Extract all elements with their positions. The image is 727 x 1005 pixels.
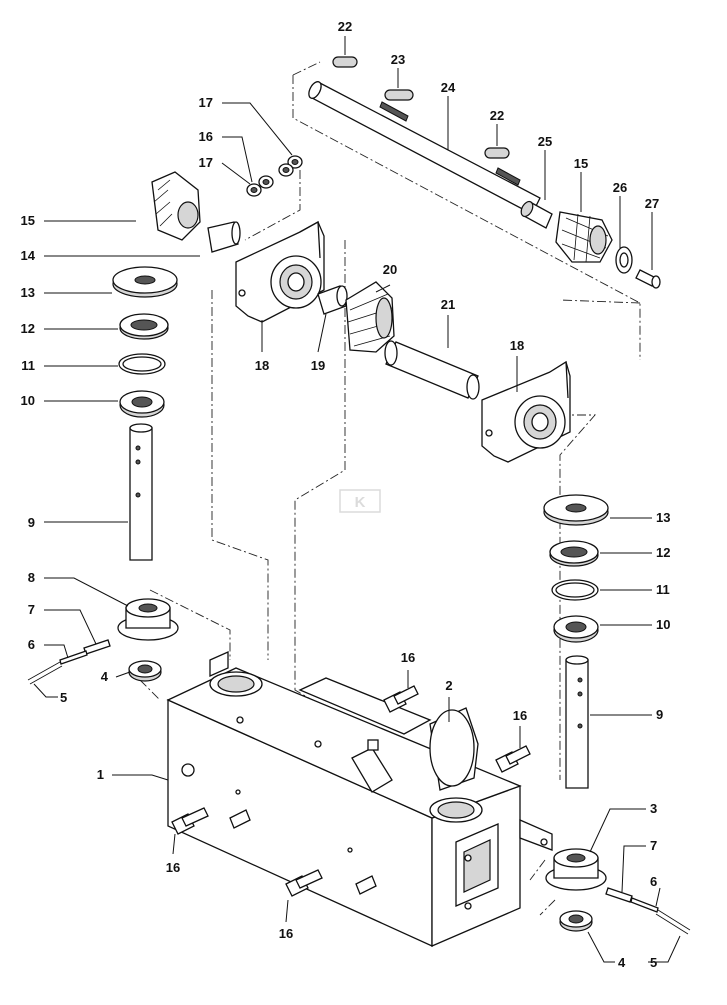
bearing-10-right xyxy=(553,615,599,643)
callout-18: 18 xyxy=(255,358,269,373)
roll-pin-7-right xyxy=(605,887,633,903)
key-22-right xyxy=(484,147,510,159)
callout-17: 17 xyxy=(199,155,213,170)
spring-pin-6-right xyxy=(630,897,691,935)
callout-16: 16 xyxy=(513,708,527,723)
roll-pin-7-left xyxy=(83,639,111,655)
callout-26: 26 xyxy=(613,180,627,195)
tube-2 xyxy=(429,707,479,791)
callout-20: 20 xyxy=(383,262,397,277)
callout-18: 18 xyxy=(510,338,524,353)
callout-6: 6 xyxy=(650,874,657,889)
callout-6: 6 xyxy=(28,637,35,652)
washer-26 xyxy=(615,246,633,274)
bearing-bracket-18-lower xyxy=(481,360,571,463)
washer-13-left xyxy=(112,266,178,298)
svg-text:K: K xyxy=(355,494,366,511)
callout-4: 4 xyxy=(101,669,109,684)
bearing-12-right xyxy=(549,540,599,567)
callout-7: 7 xyxy=(650,838,657,853)
callout-5: 5 xyxy=(650,955,657,970)
watermark-logo: K xyxy=(339,489,381,513)
callout-12: 12 xyxy=(21,321,35,336)
callout-16: 16 xyxy=(401,650,415,665)
callout-15: 15 xyxy=(574,156,588,171)
callout-9: 9 xyxy=(656,707,663,722)
callout-15: 15 xyxy=(21,213,35,228)
bevel-gear-20 xyxy=(345,281,395,353)
key-22-top xyxy=(332,56,358,68)
callout-16: 16 xyxy=(199,129,213,144)
bolt-16-center-bottom xyxy=(285,869,377,897)
callout-3: 3 xyxy=(650,801,657,816)
bearing-4-right xyxy=(559,910,593,932)
shaft-21 xyxy=(384,340,480,400)
callout-13: 13 xyxy=(656,510,670,525)
bearing-4-left xyxy=(128,660,162,682)
callout-25: 25 xyxy=(538,134,552,149)
bolt-16-right xyxy=(495,745,531,773)
bearing-10-left xyxy=(119,390,165,418)
bushing-14 xyxy=(207,221,241,253)
callout-22: 22 xyxy=(490,108,504,123)
callout-9: 9 xyxy=(28,515,35,530)
pin-shaft-9-right xyxy=(565,655,589,789)
bearing-bracket-18-upper xyxy=(235,220,325,323)
callout-11: 11 xyxy=(21,358,35,373)
callout-1: 1 xyxy=(97,767,104,782)
bearing-12-left xyxy=(119,313,169,340)
callout-17: 17 xyxy=(199,95,213,110)
callout-labels: 22 23 24 22 25 15 26 27 17 16 17 15 14 1… xyxy=(21,19,671,970)
callout-16: 16 xyxy=(279,926,293,941)
bevel-gear-15-left xyxy=(151,171,201,241)
drive-shaft-24 xyxy=(308,81,541,215)
callout-7: 7 xyxy=(28,602,35,617)
callout-12: 12 xyxy=(656,545,670,560)
callout-27: 27 xyxy=(645,196,659,211)
washer-13-right xyxy=(543,494,609,526)
callout-2: 2 xyxy=(445,678,452,693)
snap-ring-11-right xyxy=(551,579,599,601)
spring-pin-6-left xyxy=(27,650,88,685)
callout-21: 21 xyxy=(441,297,455,312)
callout-11: 11 xyxy=(656,582,670,597)
bevel-gear-15-right xyxy=(555,211,613,263)
callout-4: 4 xyxy=(618,955,626,970)
hub-3 xyxy=(545,848,607,891)
callout-13: 13 xyxy=(21,285,35,300)
callout-22: 22 xyxy=(338,19,352,34)
bolt-16-left-bottom xyxy=(171,807,251,835)
screw-27 xyxy=(635,269,661,289)
bushing-25 xyxy=(520,200,553,229)
callout-19: 19 xyxy=(311,358,325,373)
main-frame-1 xyxy=(166,650,553,948)
assembly-lines xyxy=(139,61,641,916)
callout-23: 23 xyxy=(391,52,405,67)
bolt-16-top xyxy=(383,685,419,713)
key-23 xyxy=(384,89,414,101)
callout-10: 10 xyxy=(656,617,670,632)
callout-14: 14 xyxy=(21,248,36,263)
callout-5: 5 xyxy=(60,690,67,705)
callout-10: 10 xyxy=(21,393,35,408)
callout-8: 8 xyxy=(28,570,35,585)
snap-ring-11-left xyxy=(118,353,166,375)
pin-shaft-9-left xyxy=(129,423,153,561)
callout-16: 16 xyxy=(166,860,180,875)
leader-lines xyxy=(33,36,681,963)
callout-24: 24 xyxy=(441,80,456,95)
nut-washer-set xyxy=(246,155,303,197)
hub-8 xyxy=(117,598,179,641)
